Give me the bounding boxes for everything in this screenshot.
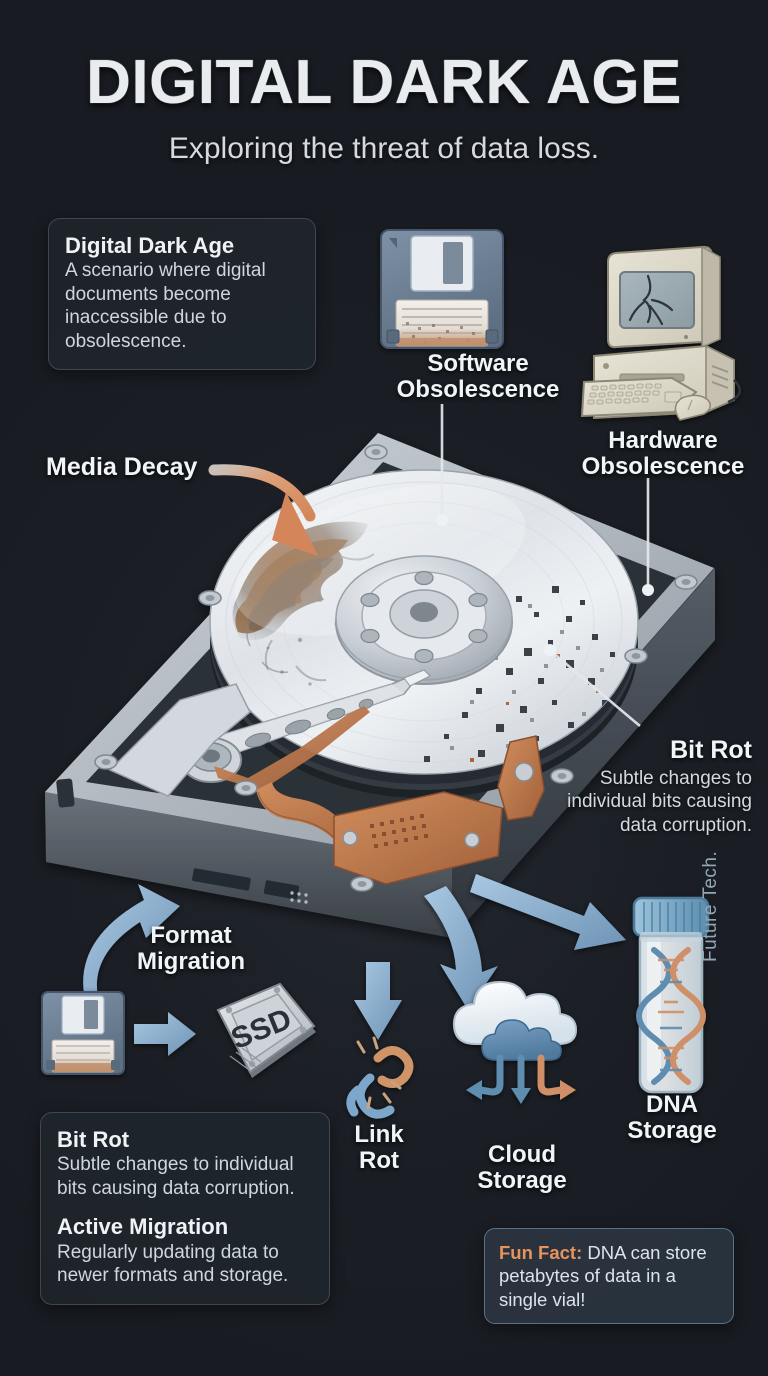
page-title: DIGITAL DARK AGE xyxy=(86,48,682,117)
flow-arrows xyxy=(83,874,626,1040)
leader-dot-software xyxy=(436,514,448,526)
head-latch xyxy=(497,735,545,821)
fun-fact-label: Fun Fact: xyxy=(499,1242,583,1263)
ssd-icon: SSD xyxy=(216,982,316,1078)
fun-fact-box: Fun Fact: DNA can store petabytes of dat… xyxy=(484,1228,734,1324)
arrow-floppy-to-ssd xyxy=(134,1012,196,1056)
arrow-dna xyxy=(470,874,626,950)
definition-box: Digital Dark Age A scenario where digita… xyxy=(48,218,316,371)
hard-drive-icon xyxy=(45,433,715,938)
callout-bit-rot-body: Subtle changes to individual bits causin… xyxy=(567,768,752,836)
leader-dot-hardware xyxy=(642,584,654,596)
retro-computer-icon xyxy=(580,245,741,421)
label-future-tech: Future Tech. xyxy=(700,850,721,962)
cracked-screen xyxy=(628,274,674,326)
term-active-migration-title: Active Migration xyxy=(57,1214,229,1240)
fun-fact-text: Fun Fact: DNA can store petabytes of dat… xyxy=(499,1241,719,1311)
dna-vial-icon xyxy=(632,896,710,1094)
leader-lines xyxy=(440,404,650,727)
cloud-sync-icon xyxy=(452,980,578,1104)
drive-connectors xyxy=(56,778,308,904)
arrow-link-rot xyxy=(354,962,402,1040)
term-active-migration-body: Regularly updating data to newer formats… xyxy=(57,1241,289,1287)
leader-dot-bitrot xyxy=(544,644,556,656)
arrow-format-migration xyxy=(83,884,180,1010)
spindle-hub xyxy=(335,555,513,685)
label-media-decay: Media Decay xyxy=(46,453,198,481)
terms-box: Bit Rot Subtle changes to individual bit… xyxy=(40,1112,330,1305)
terms-divider xyxy=(57,1200,313,1214)
term-bit-rot-body: Subtle changes to individual bits causin… xyxy=(57,1154,295,1199)
broken-chain-icon xyxy=(346,1036,414,1119)
page-subtitle: Exploring the threat of data loss. xyxy=(168,132,600,165)
floppy-small-icon xyxy=(41,991,125,1075)
definition-title: Digital Dark Age xyxy=(65,233,235,258)
term-bit-rot-title: Bit Rot xyxy=(57,1127,130,1152)
media-decay-arrow xyxy=(208,464,318,556)
definition-body: A scenario where digital documents becom… xyxy=(65,260,266,352)
leader-bitrot xyxy=(551,651,641,727)
callout-bit-rot-title: Bit Rot xyxy=(670,736,752,764)
controller-board xyxy=(333,791,503,885)
callout-bit-rot: Bit Rot Subtle changes to individual bit… xyxy=(566,736,752,837)
floppy-disk-icon xyxy=(380,229,504,349)
fun-fact-body: DNA can store petabytes of data in a sin… xyxy=(499,1242,707,1310)
arrow-cloud xyxy=(424,886,498,1010)
dna-helix xyxy=(636,947,706,1085)
